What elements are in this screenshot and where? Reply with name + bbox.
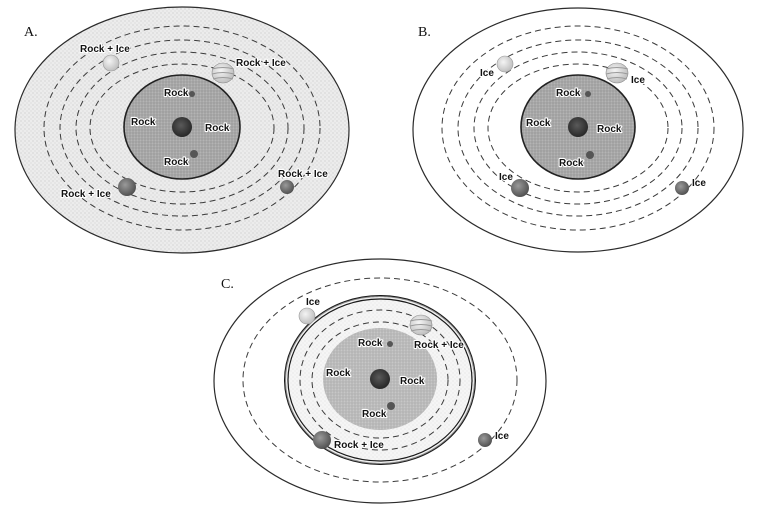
planet-label: Rock [164,157,189,168]
planet-label: Ice [692,178,706,189]
planet-label: Ice [306,297,320,308]
panel-label-a: A. [24,25,38,40]
planet-label: Rock [131,117,156,128]
planet-icon [496,55,514,73]
star-icon [172,117,192,137]
planet-label: Rock [326,368,351,379]
planet-icon [585,91,591,97]
orbit-rings-b [441,25,715,231]
panel-label-b: B. [418,25,431,40]
planet-icon [675,181,689,195]
planet-label: Rock [559,158,584,169]
planet-label: Ice [631,75,645,86]
orbit-rings-c-inner [299,309,461,451]
planet-label: Rock [205,123,230,134]
planet-label: Ice [495,431,509,442]
planet-label: Rock [597,124,622,135]
planet-icon [511,179,529,197]
planet-label: Rock + Ice [236,58,286,69]
planet-icon [478,433,492,447]
panel-a: A. Rock + Ice Rock + Ice Rock Rock Rock … [14,6,350,254]
planet-label: Rock + Ice [278,169,328,180]
planet-label: Rock + Ice [414,340,464,351]
orbit-rings-a [43,25,321,231]
planet-icon [313,431,331,449]
snow-line-inner [287,298,473,462]
planet-label: Ice [480,68,494,79]
planet-label: Rock [358,338,383,349]
planet-icon [189,91,195,97]
planet-icon [387,341,393,347]
planet-label: Rock + Ice [61,189,111,200]
planet-icon [586,151,594,159]
planet-icon [387,402,395,410]
star-icon [568,117,588,137]
planet-label: Rock + Ice [334,440,384,451]
panel-c: C. Ice Rock + Ice Rock Rock Rock Rock Ro… [213,258,547,504]
planet-label: Rock [400,376,425,387]
panel-label-c: C. [221,277,234,292]
planet-label: Rock + Ice [80,44,130,55]
planet-icon [298,307,316,325]
planet-label: Rock [362,409,387,420]
planet-icon [118,178,136,196]
planet-label: Rock [526,118,551,129]
planet-icon [190,150,198,158]
planet-icon [409,314,433,336]
panel-b: B. Ice Ice Rock Rock Rock Rock Ice Ice [412,7,744,253]
star-icon [370,369,390,389]
planet-icon [280,180,294,194]
planet-icon [211,62,235,84]
planet-label: Rock [164,88,189,99]
planet-icon [605,62,629,84]
orbit-rings-c-outer [242,277,518,483]
planet-label: Rock [556,88,581,99]
planet-icon [102,54,120,72]
planet-label: Ice [499,172,513,183]
